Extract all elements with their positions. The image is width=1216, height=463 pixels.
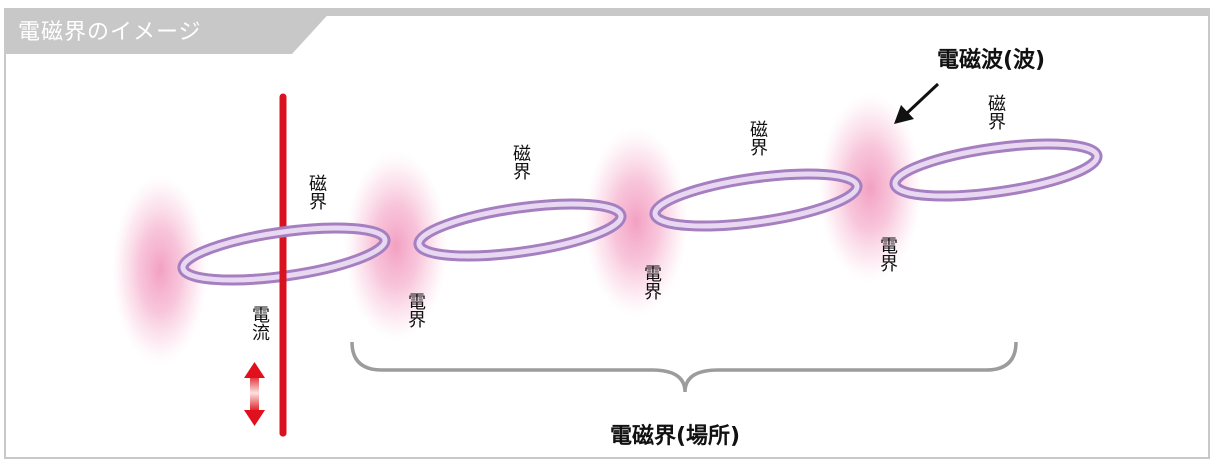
electric-field-label: 電界 [877, 236, 898, 272]
wave-label: 電磁波(波) [937, 48, 1046, 73]
electric-field-glow [584, 127, 688, 317]
magnetic-field-ring [177, 222, 391, 286]
current-direction-arrow-icon [244, 362, 265, 426]
current-label: 電流 [249, 305, 270, 341]
electric-field-glow [112, 175, 208, 365]
magnetic-field-ring [413, 198, 627, 262]
electric-field-glow [344, 151, 448, 341]
diagram-title: 電磁界のイメージ [18, 20, 202, 45]
magnetic-field-label: 磁界 [747, 120, 768, 156]
header-bar [4, 8, 1210, 16]
magnetic-field-label: 磁界 [306, 174, 327, 210]
wave-pointer-arrow-icon [894, 82, 940, 124]
magnetic-field-label: 磁界 [985, 94, 1006, 130]
magnetic-field-ring [649, 168, 863, 232]
field-label: 電磁界(場所) [610, 424, 741, 449]
electric-field-label: 電界 [405, 292, 426, 328]
field-range-brace [350, 341, 1018, 393]
magnetic-field-ring [889, 138, 1103, 202]
electric-field-label: 電界 [641, 264, 662, 300]
electric-field-glow [818, 93, 922, 283]
title-tab [4, 8, 334, 54]
magnetic-field-label: 磁界 [510, 144, 531, 180]
